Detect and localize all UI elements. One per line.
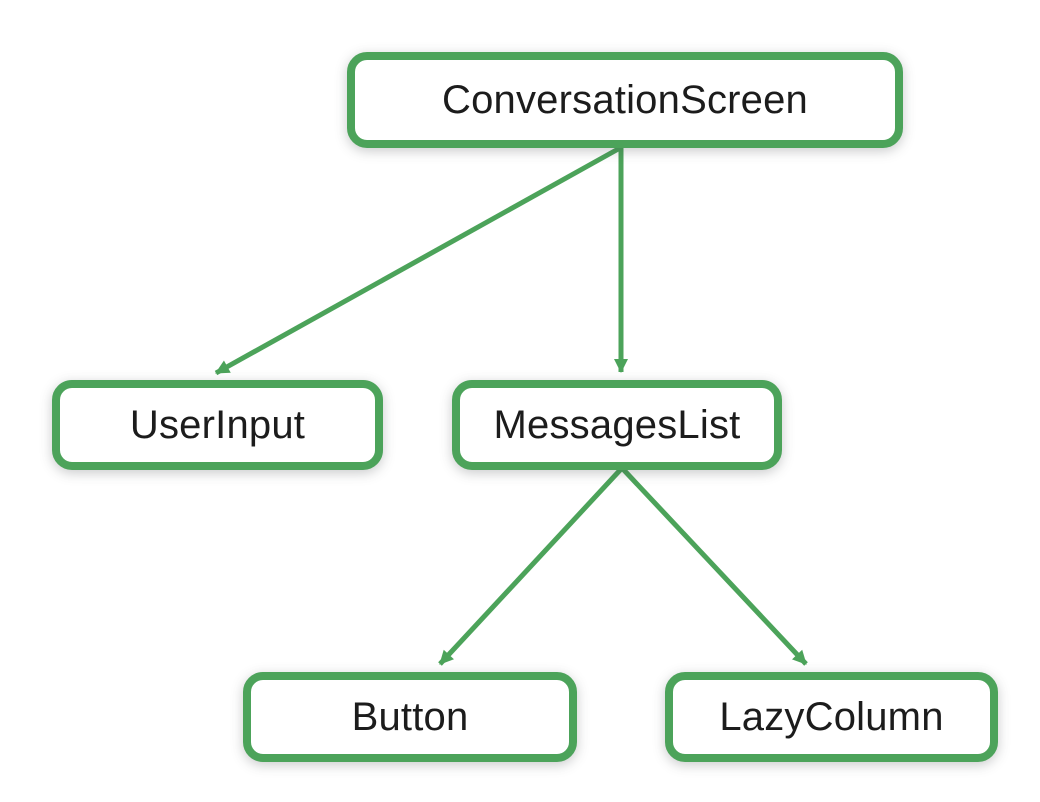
node-conversation-screen: ConversationScreen: [347, 52, 903, 148]
node-button-label: Button: [351, 694, 469, 739]
node-lazy-column: LazyColumn: [665, 672, 998, 762]
node-messages-list-label: MessagesList: [493, 402, 741, 447]
node-conversation-screen-label: ConversationScreen: [441, 77, 809, 122]
node-messages-list: MessagesList: [452, 380, 782, 470]
node-button: Button: [243, 672, 577, 762]
node-lazy-column-label: LazyColumn: [719, 694, 944, 739]
edge-conversationscreen-userinput: [214, 145, 622, 376]
node-user-input: UserInput: [52, 380, 383, 470]
edge-messageslist-lazycolumn: [620, 466, 808, 666]
edge-messageslist-button: [438, 466, 624, 666]
node-user-input-label: UserInput: [129, 402, 306, 447]
